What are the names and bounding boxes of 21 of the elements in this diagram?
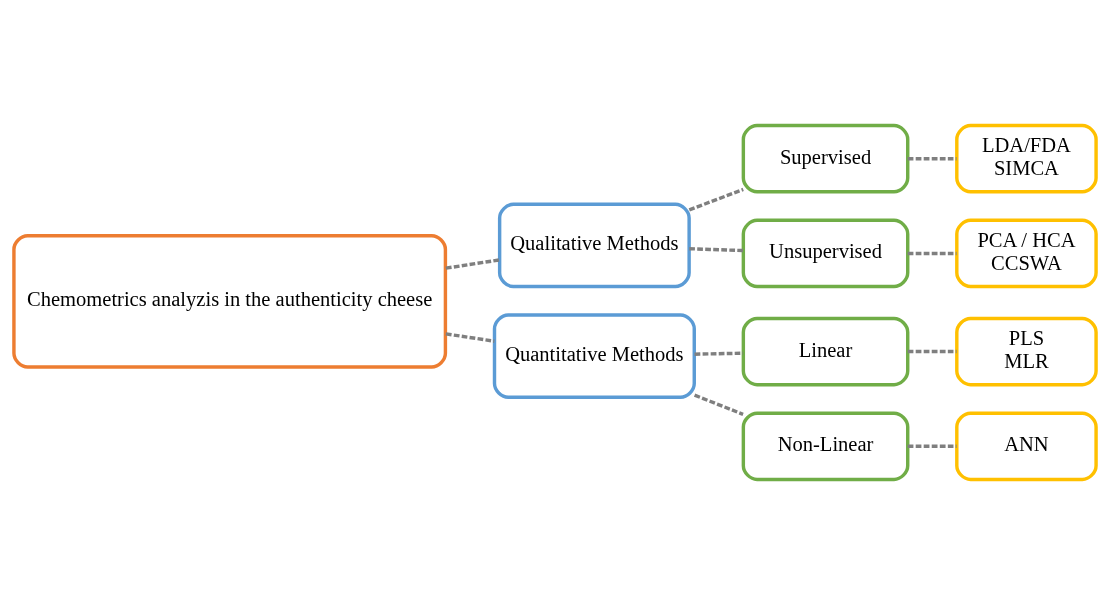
connector — [693, 393, 744, 416]
connector — [907, 349, 957, 353]
node-box: Chemometrics analyzis in the authenticity cheese — [12, 233, 448, 369]
node-box: Linear — [741, 316, 910, 386]
node-box: Qualitative Methods — [497, 202, 691, 288]
node-box: PLS MLR — [955, 316, 1098, 386]
node-box: LDA/FDA SIMCA — [955, 123, 1098, 193]
connector — [694, 351, 744, 356]
connector — [689, 246, 744, 252]
connector — [907, 444, 957, 448]
node-box: Non-Linear — [741, 411, 910, 481]
node-box: PCA / HCA CCSWA — [955, 218, 1098, 288]
node-box: Quantitative Methods — [492, 312, 696, 399]
connector — [907, 251, 957, 255]
connector — [907, 156, 957, 160]
node-box: Supervised — [741, 123, 910, 193]
node-box: Unsupervised — [741, 218, 910, 288]
connector — [445, 331, 495, 343]
node-box: ANN — [955, 411, 1098, 481]
connector — [445, 257, 500, 270]
connector — [688, 187, 744, 211]
